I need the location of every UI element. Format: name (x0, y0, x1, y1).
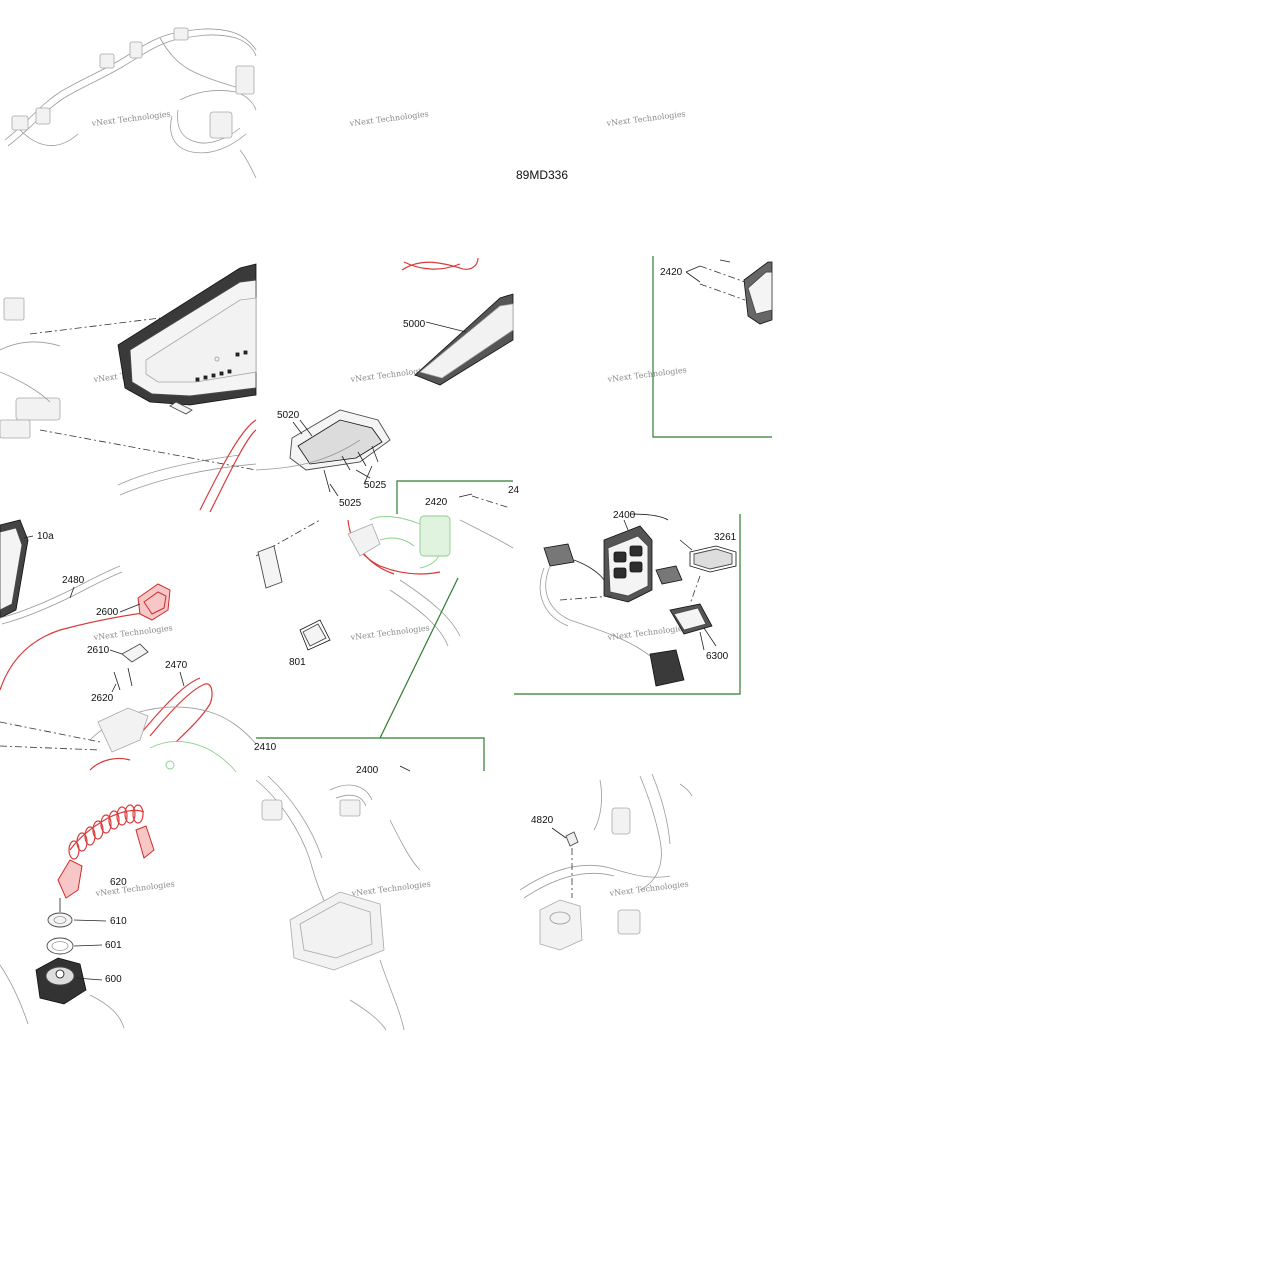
label-2400-right: 2400 (613, 510, 636, 521)
label-10a: 10a (37, 531, 54, 542)
screw-5025 (323, 445, 379, 493)
watermark: vNext Technologies (350, 879, 431, 898)
label-5025-right: 5025 (364, 480, 387, 491)
tile-switch (255, 257, 514, 497)
label-2420-center: 2420 (425, 497, 448, 508)
label-4820: 4820 (531, 815, 554, 826)
label-2600: 2600 (96, 607, 119, 618)
label-620: 620 (110, 877, 127, 888)
part-labels: 10a 2480 2600 2610 2620 2470 620 610 601… (37, 267, 737, 985)
label-2420-top: 2420 (660, 267, 683, 278)
tile-screws-frame (652, 256, 773, 438)
label-610: 610 (110, 916, 127, 927)
label-2400-bottom: 2400 (356, 765, 379, 776)
tile-cluster (0, 263, 257, 513)
label-3261: 3261 (714, 532, 737, 543)
label-6300: 6300 (706, 651, 729, 662)
watermark: vNext Technologies (90, 109, 171, 128)
label-24: 24 (508, 485, 520, 496)
cluster-indicators (195, 350, 248, 382)
watermark: vNext Technologies (92, 623, 173, 642)
watermark: vNext Technologies (606, 623, 687, 642)
watermark: vNext Technologies (606, 365, 687, 384)
leader-lines (23, 421, 705, 981)
tile-switch-frame (514, 513, 741, 695)
label-600: 600 (105, 974, 122, 985)
watermark: vNext Technologies (608, 879, 689, 898)
label-5025-lower: 5025 (339, 498, 362, 509)
watermark: vNext Technologies (94, 879, 175, 898)
watermark: vNext Technologies (605, 109, 686, 128)
label-2480: 2480 (62, 575, 85, 586)
label-2610: 2610 (87, 645, 110, 656)
label-5020: 5020 (277, 410, 300, 421)
watermark-group: vNext Technologies vNext Technologies vN… (90, 109, 689, 898)
label-601: 601 (105, 940, 122, 951)
label-2470: 2470 (165, 660, 188, 671)
coil-cord (68, 804, 144, 860)
tile-module (255, 765, 421, 1031)
tile-dess-key (0, 519, 257, 773)
tile-dess-center (255, 480, 514, 771)
tile-4820 (519, 773, 693, 951)
label-2410: 2410 (254, 742, 277, 753)
watermark: vNext Technologies (348, 109, 429, 128)
tile-harness-top (4, 27, 257, 179)
label-2620: 2620 (91, 693, 114, 704)
diagram-code: 89MD336 (516, 168, 568, 182)
label-5000: 5000 (403, 319, 426, 330)
label-801: 801 (289, 657, 306, 668)
tile-tether (0, 804, 155, 1029)
watermark: vNext Technologies (349, 623, 430, 642)
